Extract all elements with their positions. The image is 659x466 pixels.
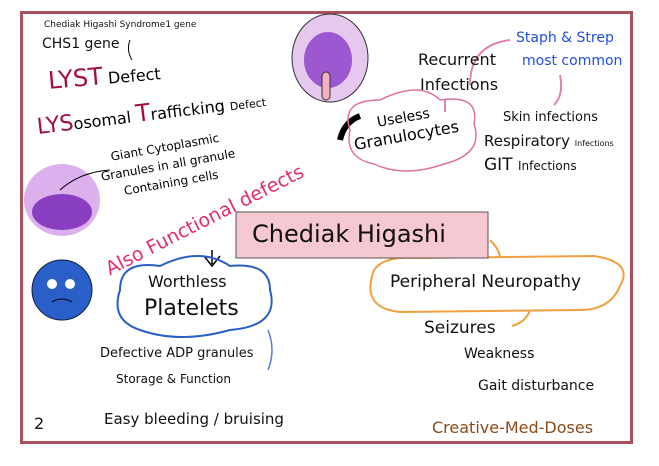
arrow-icon <box>127 39 133 61</box>
skin-infections: Skin infections <box>503 110 599 125</box>
weakness: Weakness <box>464 346 535 362</box>
peripheral-neuropathy: Peripheral Neuropathy <box>390 272 582 292</box>
brand-label: Creative-Med-Doses <box>432 418 594 437</box>
gait-disturbance: Gait disturbance <box>478 378 595 394</box>
gene-full-name: Chediak Higashi Syndrome1 gene <box>44 20 197 30</box>
platelets-line2: Platelets <box>144 296 239 321</box>
gene-short: CHS1 gene <box>42 36 120 52</box>
staph-strep: Staph & Strep <box>516 30 614 46</box>
page-number: 2 <box>34 414 45 433</box>
arrow-icon <box>59 169 111 191</box>
lys-letters: LYS <box>35 110 76 140</box>
easy-bleeding: Easy bleeding / bruising <box>104 410 284 428</box>
thick-arrow-icon <box>337 113 362 141</box>
platelets-cloud <box>116 255 273 338</box>
seizures: Seizures <box>424 318 496 338</box>
most-common: most common <box>522 53 623 69</box>
granulocyte-cell-illustration <box>291 13 369 103</box>
git-label: GIT <box>484 155 513 175</box>
trafficking-defect: Defect <box>229 95 267 114</box>
platelet-character-illustration <box>31 259 93 321</box>
storage-function: Storage & Function <box>116 372 231 386</box>
respiratory-infections: Infections <box>574 139 614 148</box>
lyst-abbr: LYST <box>46 62 104 95</box>
git-infections: Infections <box>517 159 577 173</box>
granule-cell-illustration <box>24 164 100 236</box>
platelets-line1: Worthless <box>148 272 227 291</box>
lyst-defect-label: Defect <box>107 64 162 88</box>
frame-border <box>20 11 633 444</box>
page-title: Chediak Higashi <box>252 220 446 248</box>
title-box <box>235 211 489 259</box>
granulocytes-cloud <box>347 89 477 172</box>
defective-adp: Defective ADP granules <box>100 346 254 361</box>
infections-line1: Recurrent <box>418 50 496 69</box>
respiratory: Respiratory Infections <box>484 132 614 150</box>
infections-line2: Infections <box>420 75 499 94</box>
pink-arrow-icon <box>469 39 511 86</box>
git: GIT Infections <box>484 155 577 175</box>
respiratory-label: Respiratory <box>484 132 570 150</box>
